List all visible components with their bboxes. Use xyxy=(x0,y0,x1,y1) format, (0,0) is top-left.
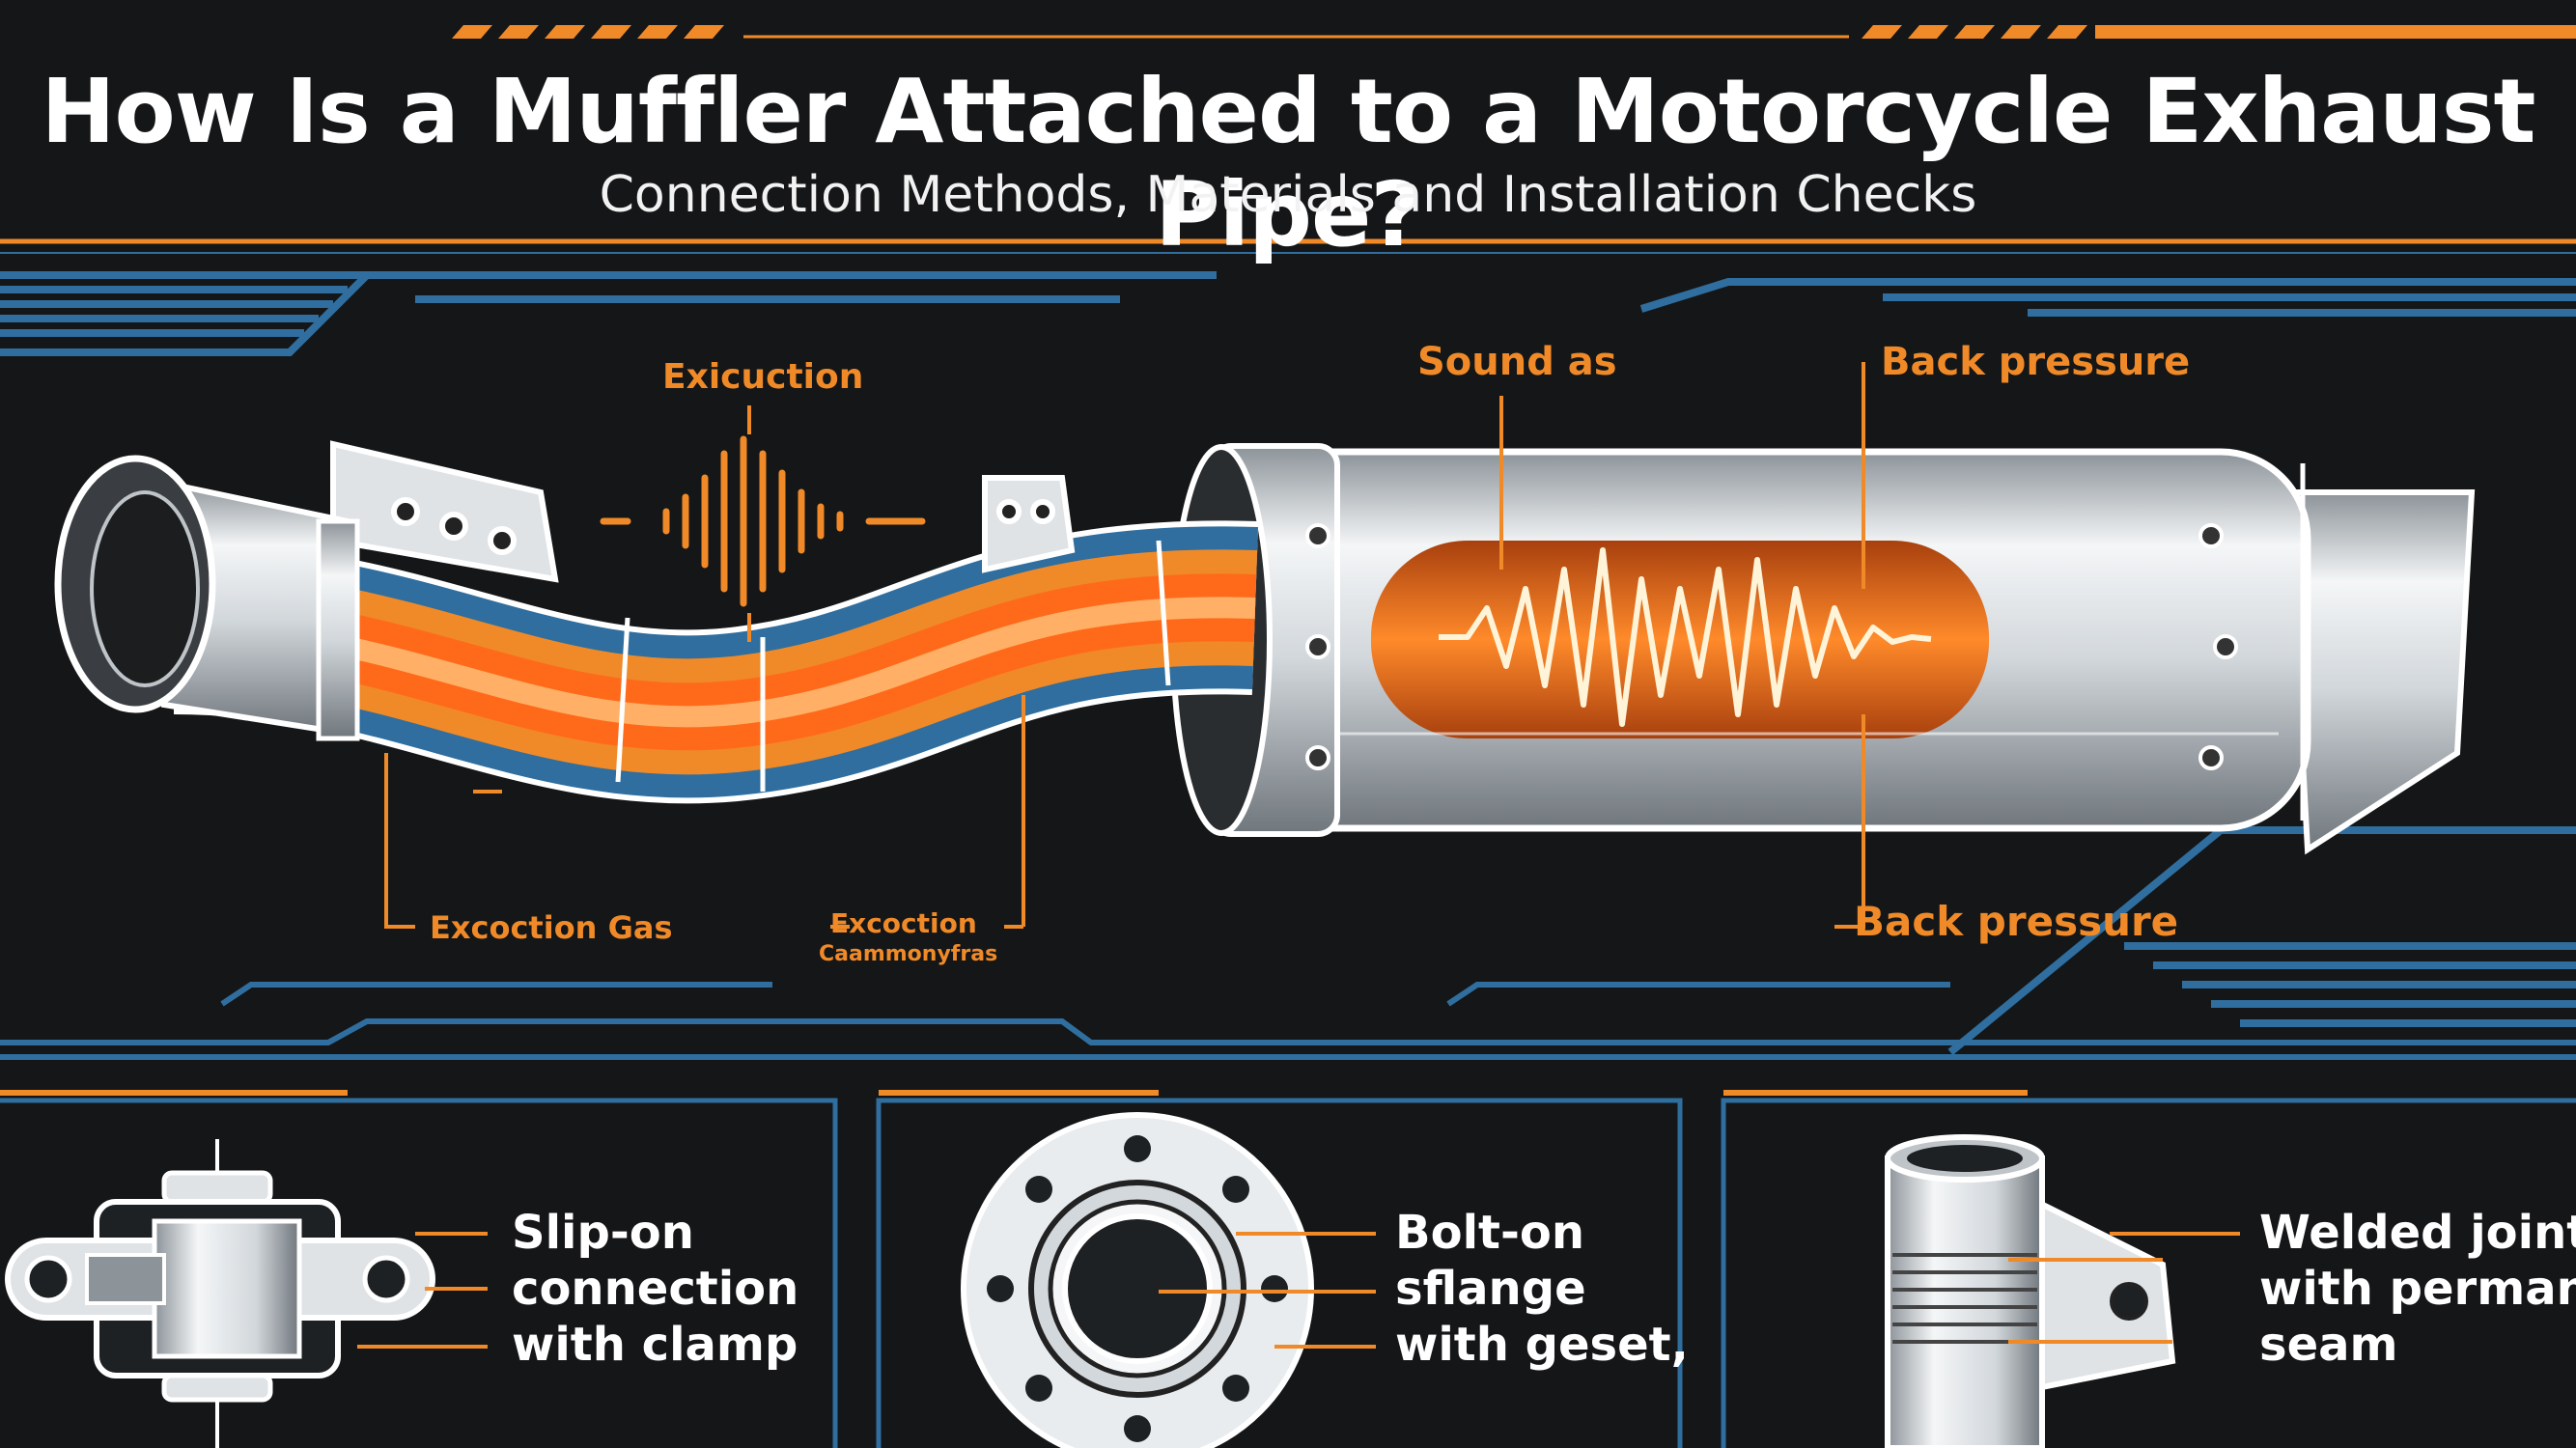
caption-line: sflange xyxy=(1395,1262,1586,1316)
label-top-pipe: Exicuction xyxy=(662,357,864,397)
label-back-pressure-bottom: Back pressure xyxy=(1854,898,2179,945)
slip-on-caption: Slip-on connection with clamp xyxy=(512,1205,798,1373)
exhaust-pipe xyxy=(173,520,1259,804)
slip-on-clamp-icon xyxy=(5,1139,488,1448)
page-title: How Is a Muffler Attached to a Motorcycl… xyxy=(41,60,2536,266)
left-stripes xyxy=(0,271,1217,356)
caption-line: seam xyxy=(2259,1318,2398,1372)
welded-joint-icon xyxy=(1885,1134,2240,1448)
panel-frames xyxy=(0,1098,2576,1448)
caption-line: Slip-on xyxy=(512,1206,694,1260)
leader-lines xyxy=(384,362,1865,929)
top-stripes xyxy=(452,25,2576,39)
sound-wave-muffler xyxy=(1439,547,1932,727)
caption-line: connection xyxy=(512,1262,799,1316)
welded-caption: Welded joint with permanit seam xyxy=(2259,1205,2576,1373)
bolt-on-caption: Bolt-on sflange with geset, xyxy=(1395,1205,1689,1373)
bottom-stripes xyxy=(0,982,2576,1060)
label-back-pressure-top: Back pressure xyxy=(1881,340,2191,384)
label-mid-line2: Caammonyfras xyxy=(819,942,998,966)
pipe-brackets xyxy=(330,440,1076,583)
pipe-inlet xyxy=(54,455,360,741)
caption-line: with clamp xyxy=(512,1318,798,1372)
caption-line: Welded joint xyxy=(2259,1206,2576,1260)
bolt-on-flange-icon xyxy=(961,1112,1376,1448)
label-sound: Sound as xyxy=(1417,340,1617,384)
label-gas: Excoction Gas xyxy=(430,909,673,946)
page-subtitle: Connection Methods, Materials and Instal… xyxy=(599,166,1977,224)
right-stripes xyxy=(1639,278,2576,1056)
caption-line: Bolt-on xyxy=(1395,1206,1585,1260)
caption-line: with geset, xyxy=(1395,1318,1689,1372)
sound-wave-left xyxy=(600,435,926,607)
caption-line: with permanit xyxy=(2259,1262,2576,1316)
label-mid-line1: Excoction xyxy=(830,907,977,939)
